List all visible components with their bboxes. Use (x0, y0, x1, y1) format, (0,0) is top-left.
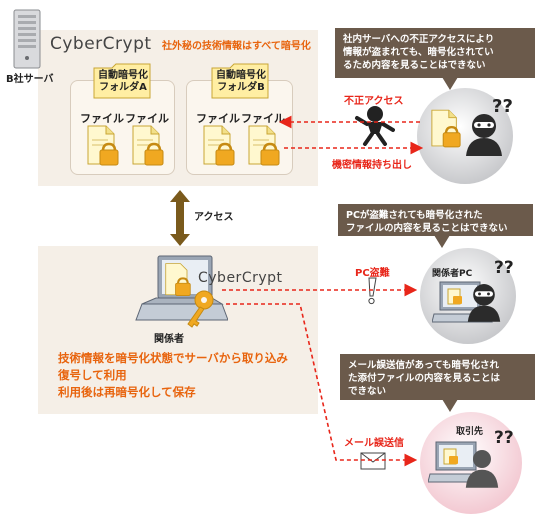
stolen-file-icon (431, 109, 461, 148)
client-description-line1: 技術情報を暗号化状態でサーバから取り込み (58, 351, 288, 365)
laptop-file-icon (165, 263, 191, 296)
folder-icon-b (211, 63, 269, 99)
recipient-person-icon (465, 450, 499, 488)
attack-callout-text: 社内サーバへの不正アクセスにより 情報が盗まれても、暗号化されてい るため内容を… (343, 34, 495, 71)
file-label-b1: ファイル (196, 112, 240, 125)
key-icon (187, 290, 214, 328)
folder-label-a: 自動暗号化 フォルダA (96, 68, 150, 96)
envelope-icon (360, 452, 386, 470)
misdelivery-callout-text: メール誤送信があっても暗号化され た添付ファイルの内容を見ることは できない (348, 360, 501, 397)
client-description-line2: 復号して利用 (58, 368, 127, 382)
server-label: B社サーバ (6, 74, 54, 85)
folder-icon-a (93, 63, 151, 99)
brand-logo-bottom: CyberCrypt (198, 270, 283, 286)
question-marks-icon: ?? (494, 258, 514, 278)
recipient-label: 取引先 (456, 427, 484, 437)
data-exfiltration-label: 機密情報持ち出し (332, 160, 412, 171)
misdelivery-arrow (226, 303, 418, 467)
folder-label-b: 自動暗号化 フォルダB (214, 68, 268, 96)
access-arrow-icon (170, 190, 190, 246)
server-tower-icon (13, 9, 41, 69)
file-label-a2: ファイル (125, 112, 169, 125)
pc-theft-label: PC盗難 (355, 268, 390, 279)
question-marks-icon: ?? (494, 428, 514, 448)
exclamation-icon (368, 277, 377, 305)
locked-file-icon (203, 125, 235, 166)
folder-label-a-text: 自動暗号化 フォルダA (98, 70, 148, 93)
person-label: 関係者 (154, 334, 184, 345)
hacker-icon (355, 106, 395, 146)
folder-label-b-text: 自動暗号化 フォルダB (216, 70, 266, 93)
locked-file-icon (248, 125, 280, 166)
question-marks-icon: ?? (492, 96, 513, 117)
access-label: アクセス (194, 212, 234, 223)
brand-logo-top: CyberCrypt (50, 34, 152, 54)
pc-theft-callout: PCが盗難されても暗号化された ファイルの内容を見ることはできない (338, 204, 533, 236)
file-label-a1: ファイル (80, 112, 124, 125)
brand-name-bottom: CyberCrypt (198, 270, 283, 286)
callout-pointer (442, 77, 458, 90)
brand-name-top: CyberCrypt (50, 34, 152, 54)
misdelivery-label: メール誤送信 (344, 438, 404, 449)
recipient-laptop-icon (428, 441, 489, 483)
callout-pointer (434, 235, 450, 248)
server-caption: 社外秘の技術情報はすべて暗号化 (162, 41, 311, 52)
locked-file-icon (132, 125, 164, 166)
client-description-line3: 利用後は再暗号化して保存 (58, 385, 196, 399)
pc-label: 関係者PC (432, 269, 473, 279)
file-label-b2: ファイル (241, 112, 285, 125)
burglar-icon (467, 284, 501, 322)
burglar-icon (466, 114, 502, 156)
callout-pointer (442, 399, 458, 412)
locked-file-icon (87, 125, 119, 166)
misdelivery-callout: メール誤送信があっても暗号化され た添付ファイルの内容を見ることは できない (340, 354, 535, 400)
pc-theft-callout-text: PCが盗難されても暗号化された ファイルの内容を見ることはできない (346, 210, 508, 234)
attack-callout: 社内サーバへの不正アクセスにより 情報が盗まれても、暗号化されてい るため内容を… (335, 28, 535, 78)
unauthorized-access-label: 不正アクセス (344, 96, 404, 107)
